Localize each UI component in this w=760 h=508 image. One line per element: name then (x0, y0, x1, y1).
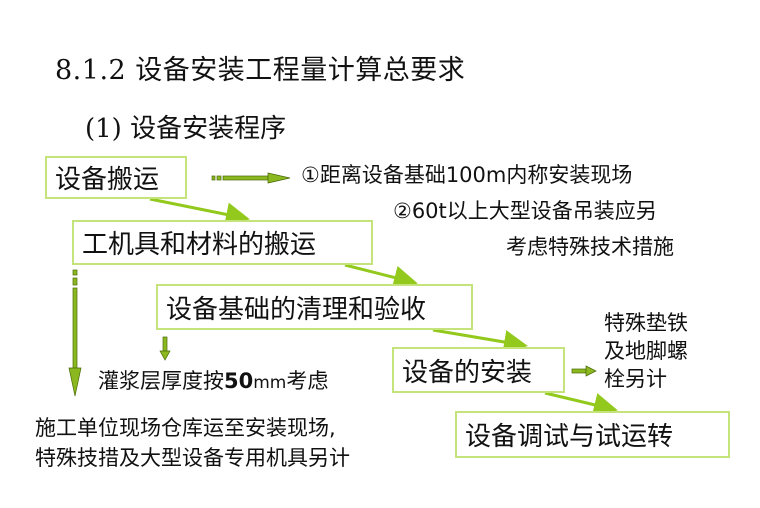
transport-note-2: ②60t以上大型设备吊装应另 (393, 199, 657, 223)
step-equipment-transport: 设备搬运 (45, 156, 187, 199)
warehouse-note: 施工单位现场仓库运至安装现场, 特殊技措及大型设备专用机具另计 (35, 416, 350, 470)
small-down-arrow-icon (159, 336, 171, 361)
section-subtitle: (1) 设备安装程序 (85, 114, 287, 144)
step-equipment-installation: 设备的安装 (392, 347, 565, 393)
step-commissioning-trial-run: 设备调试与试运转 (455, 411, 730, 458)
step-connector-arrows (149, 197, 618, 417)
step-tools-materials-transport: 工机具和材料的搬运 (72, 220, 373, 265)
step-label: 工机具和材料的搬运 (82, 230, 317, 260)
step-foundation-cleanup-acceptance: 设备基础的清理和验收 (156, 284, 473, 330)
step-label: 设备的安装 (402, 357, 533, 388)
step-label: 设备基础的清理和验收 (166, 294, 427, 325)
small-right-arrow-icon (571, 365, 597, 377)
install-note: 特殊垫铁 及地脚螺 栓另计 (604, 311, 688, 391)
page-title: 8.1.2 设备安装工程量计算总要求 (55, 55, 466, 86)
step-label: 设备搬运 (55, 165, 160, 195)
transport-note-1: ①距离设备基础100m内称安装现场 (301, 163, 633, 187)
right-arrow-icon (211, 172, 291, 184)
step-label: 设备调试与试运转 (465, 422, 674, 452)
down-arrow-icon (68, 269, 82, 397)
transport-note-3: 考虑特殊技术措施 (506, 235, 674, 259)
grout-note: 灌浆层厚度按50mm考虑 (98, 369, 329, 393)
